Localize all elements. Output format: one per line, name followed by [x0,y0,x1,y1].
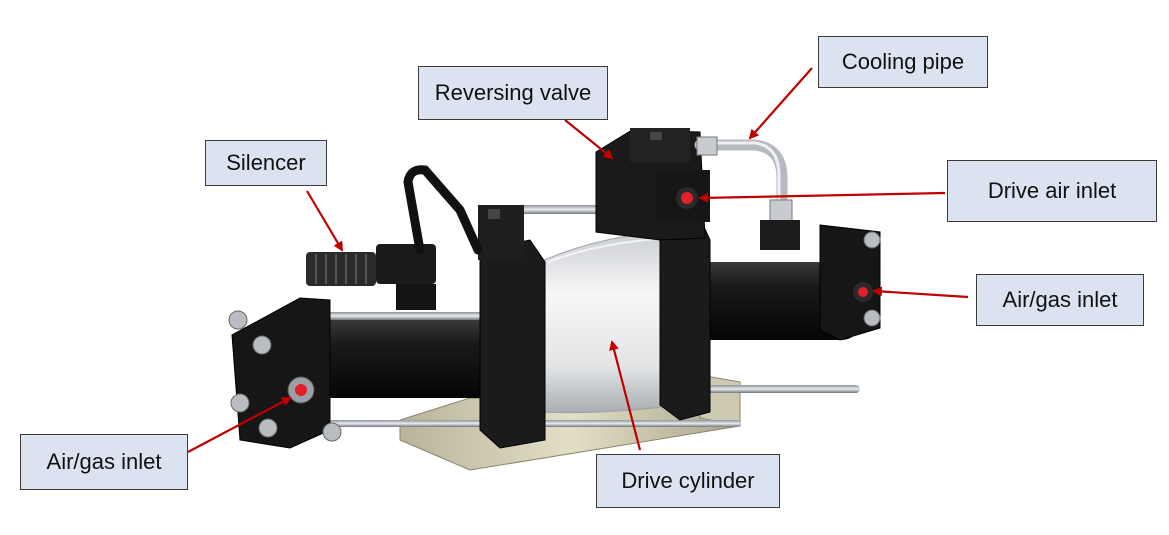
label-silencer: Silencer [205,140,327,186]
arrow-reversing-valve [564,119,614,160]
label-air-gas-inlet-left: Air/gas inlet [20,434,188,490]
cooling-pipe-tube [694,136,800,250]
label-drive-air-inlet: Drive air inlet [947,160,1157,222]
arrow-air-gas-inlet-right [872,286,969,299]
arrow-drive-air-inlet [698,191,946,203]
label-air-gas-inlet-right: Air/gas inlet [976,274,1144,326]
label-drive-cylinder: Drive cylinder [596,454,780,508]
left-boost-cylinder [290,320,520,398]
arrow-cooling-pipe [748,67,813,140]
label-reversing-valve: Reversing valve [418,66,608,120]
reversing-valve-block [595,128,710,241]
right-end-block [819,224,881,341]
callout-arrows [187,67,969,453]
drive-cylinder-body [539,229,681,414]
arrow-air-gas-inlet-left [187,397,292,453]
arrow-drive-cylinder [609,340,642,451]
port-markers [287,187,873,404]
arrow-silencer [306,190,344,252]
label-cooling-pipe: Cooling pipe [818,36,988,88]
left-end-block [228,297,342,449]
silencer-assembly [306,165,483,310]
center-flanges [478,205,711,449]
right-boost-cylinder [690,262,860,340]
